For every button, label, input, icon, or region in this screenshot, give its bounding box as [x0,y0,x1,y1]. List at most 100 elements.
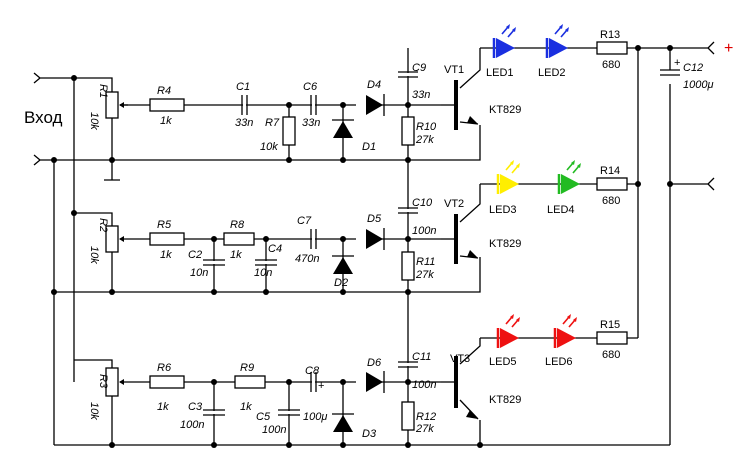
svg-text:10n: 10n [190,267,208,279]
svg-text:33n: 33n [412,89,430,101]
resistor-r6: R6 1k [149,362,185,413]
svg-text:KT829: KT829 [489,394,521,406]
svg-text:100μ: 100μ [303,411,327,423]
svg-text:LED3: LED3 [489,204,517,216]
supply-plus-label: + [724,40,733,57]
svg-text:100n: 100n [262,424,286,436]
led5: LED5 [489,314,520,368]
diode-d5: D5 [366,213,385,250]
capacitor-c2: C2 10n [188,249,225,279]
resistor-r11: R11 27k [401,251,435,281]
resistor-r13: R13 680 [596,29,628,71]
svg-text:1k: 1k [230,249,242,261]
svg-text:C9: C9 [412,62,426,74]
transistor-vt1: VT1 KT829 [441,64,521,130]
svg-text:33n: 33n [235,117,253,129]
svg-text:R10: R10 [416,121,437,133]
capacitor-c8: C8 + 100μ [303,365,327,423]
svg-text:27k: 27k [415,134,434,146]
svg-text:1k: 1k [157,401,169,413]
resistor-r8: R8 1k [223,219,255,261]
svg-text:D4: D4 [367,79,381,91]
svg-text:VT3: VT3 [450,353,470,365]
transistor-vt3: VT3 KT829 [441,353,521,419]
svg-text:LED2: LED2 [538,67,566,79]
svg-text:R12: R12 [416,411,436,423]
transistor-vt2: VT2 KT829 [441,198,521,264]
svg-text:C6: C6 [303,81,318,93]
resistor-r15: R15 680 [596,319,628,361]
svg-text:C2: C2 [188,249,202,261]
svg-text:C1: C1 [236,81,250,93]
svg-text:VT2: VT2 [444,198,464,210]
resistor-r10: R10 27k [401,116,437,146]
svg-text:10n: 10n [254,267,272,279]
svg-text:D3: D3 [362,428,377,440]
svg-text:KT829: KT829 [489,238,521,250]
svg-text:R11: R11 [416,256,435,268]
led6: LED6 [545,314,577,368]
svg-text:680: 680 [602,195,620,207]
capacitor-c1: C1 33n [235,81,253,129]
svg-text:D5: D5 [367,213,382,225]
svg-text:R15: R15 [600,319,620,331]
svg-text:LED4: LED4 [547,204,575,216]
svg-text:C4: C4 [268,243,282,255]
svg-text:470n: 470n [295,253,319,265]
svg-text:C8: C8 [305,365,320,377]
junction-dots [51,45,673,448]
svg-text:D2: D2 [334,277,348,289]
svg-text:C5: C5 [256,411,271,423]
svg-text:1k: 1k [160,249,172,261]
svg-text:10k: 10k [88,402,100,420]
svg-text:10k: 10k [88,246,100,264]
led2: LED2 [538,24,569,79]
capacitor-c11: C11 100n [398,351,436,391]
channel-3: R3 10k R6 1k C3 100n R9 1k C5 100n [88,314,628,440]
r1-value: 10k [88,112,100,130]
svg-text:100n: 100n [412,379,436,391]
resistor-r5: R5 1k [149,219,185,261]
channel-1: R1 10k R4 1k C1 33n C6 33n R7 10k [88,24,628,153]
svg-text:C11: C11 [412,351,431,363]
capacitor-c9: C9 33n [398,62,430,101]
potentiometer-r2: R2 10k [88,218,124,264]
svg-text:100n: 100n [180,419,204,431]
svg-text:+: + [318,380,324,392]
svg-text:R5: R5 [157,219,172,231]
diode-d2: D2 [332,255,354,289]
svg-text:LED5: LED5 [489,356,517,368]
svg-text:LED1: LED1 [486,67,514,79]
led3: LED3 [489,160,520,216]
capacitor-c6: C6 33n [302,81,320,129]
svg-text:R13: R13 [600,29,620,41]
capacitor-c4: C4 10n [254,243,282,279]
capacitor-c3: C3 100n [180,401,225,431]
capacitor-c5: C5 100n [256,409,300,436]
svg-text:680: 680 [602,349,620,361]
svg-text:R7: R7 [265,117,280,129]
svg-text:LED6: LED6 [545,356,573,368]
svg-text:27k: 27k [415,269,434,281]
svg-text:1k: 1k [160,115,172,127]
resistor-r14: R14 680 [596,165,628,207]
svg-text:1k: 1k [240,401,252,413]
svg-text:R3: R3 [97,374,109,389]
resistor-r4: R4 1k [149,85,185,127]
r1-name: R1 [97,84,109,98]
led4: LED4 [547,160,581,216]
input-label: Вход [24,108,63,127]
diode-d3: D3 [332,413,377,440]
svg-text:27k: 27k [415,423,434,435]
input-terminal-top [33,72,74,84]
svg-text:R2: R2 [97,218,109,232]
svg-text:+: + [674,57,680,69]
svg-text:KT829: KT829 [489,104,521,116]
supply: + C12 1000μ + [660,40,733,91]
svg-text:C3: C3 [188,401,203,413]
potentiometer-r3: R3 10k [88,367,124,420]
diode-d4: D4 [366,79,385,116]
svg-text:100n: 100n [412,225,436,237]
channel-2: R2 10k R5 1k C2 10n R8 1k C4 10n C [88,160,628,289]
svg-text:R14: R14 [600,165,620,177]
